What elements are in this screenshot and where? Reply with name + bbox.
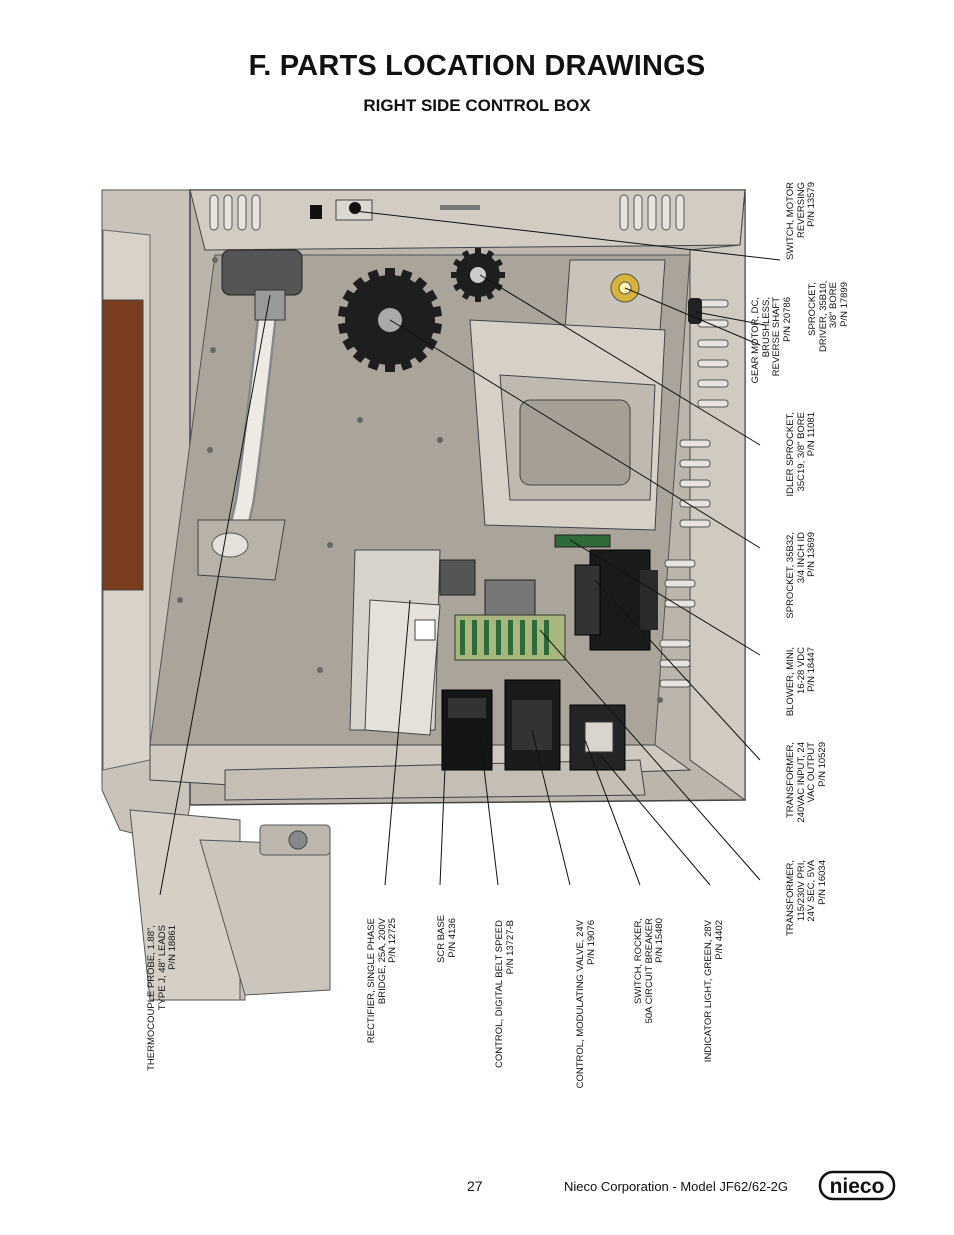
page-title: F. PARTS LOCATION DRAWINGS [248, 50, 706, 82]
page-number: 27 [467, 1178, 483, 1194]
footer-corporation: Nieco Corporation - Model JF62/62-2G [564, 1179, 788, 1194]
nieco-logo: nieco [818, 1170, 896, 1201]
section-subtitle: RIGHT SIDE CONTROL BOX [363, 96, 591, 115]
svg-text:nieco: nieco [830, 1175, 885, 1198]
label-thermocouple-probe: THERMOCOUPLE PROBE, 1.88",TYPE J, 48" LE… [146, 925, 178, 1071]
